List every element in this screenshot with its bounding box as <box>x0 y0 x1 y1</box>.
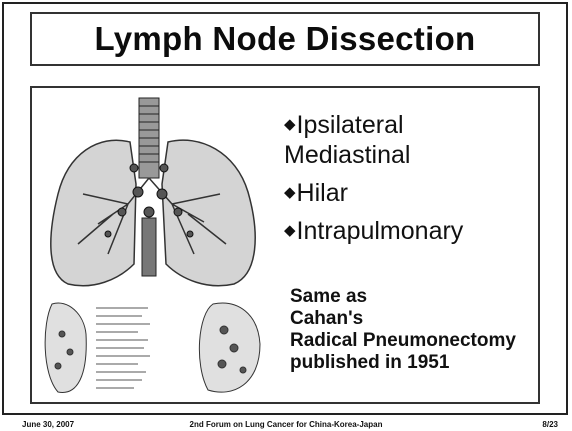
esophagus <box>142 218 156 276</box>
note-line: Radical Pneumonectomy <box>290 330 540 352</box>
diamond-bullet-icon: ◆ <box>284 222 296 239</box>
lung-anatomy-illustration <box>38 94 268 398</box>
title-box: Lymph Node Dissection <box>30 12 540 66</box>
reference-note: Same as Cahan's Radical Pneumonectomy pu… <box>290 286 540 374</box>
bullet-item: ◆Hilar <box>284 178 534 208</box>
bullet-item: ◆Intrapulmonary <box>284 216 534 246</box>
note-line: Same as <box>290 286 540 308</box>
footer-event: 2nd Forum on Lung Cancer for China-Korea… <box>0 420 572 429</box>
content-box: ◆Ipsilateral Mediastinal ◆Hilar ◆Intrapu… <box>30 86 540 404</box>
slide-footer: June 30, 2007 2nd Forum on Lung Cancer f… <box>0 418 572 431</box>
note-line: Cahan's <box>290 308 540 330</box>
trachea <box>139 98 159 178</box>
node-station-legend <box>96 308 150 388</box>
lateral-view-left <box>45 303 86 392</box>
note-line: published in 1951 <box>290 352 540 374</box>
bullet-item: ◆Ipsilateral Mediastinal <box>284 110 534 170</box>
bullet-list: ◆Ipsilateral Mediastinal ◆Hilar ◆Intrapu… <box>284 110 534 254</box>
diamond-bullet-icon: ◆ <box>284 116 296 133</box>
slide-title: Lymph Node Dissection <box>95 20 476 58</box>
diamond-bullet-icon: ◆ <box>284 184 296 201</box>
footer-page-number: 8/23 <box>542 420 558 429</box>
lateral-view-right <box>199 303 260 392</box>
